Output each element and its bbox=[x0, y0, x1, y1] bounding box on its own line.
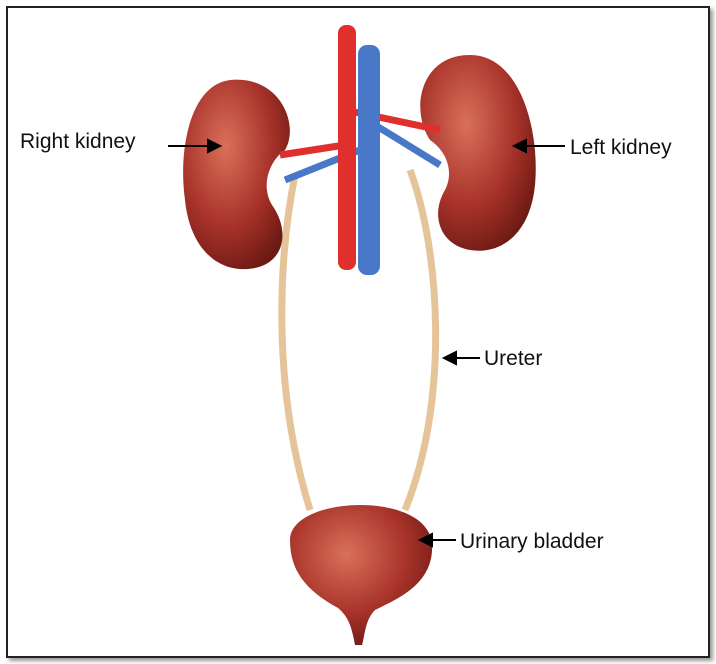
renal-vein-left bbox=[373, 122, 442, 168]
left-kidney-label: Left kidney bbox=[570, 136, 672, 159]
right-kidney-label: Right kidney bbox=[20, 130, 136, 153]
bladder-label: Urinary bladder bbox=[460, 530, 604, 553]
vena-cava bbox=[358, 45, 380, 275]
right-ureter bbox=[278, 174, 314, 512]
left-ureter bbox=[401, 168, 440, 512]
urinary-bladder bbox=[290, 505, 433, 645]
left-kidney bbox=[420, 55, 536, 251]
aorta bbox=[338, 25, 356, 270]
ureter-label: Ureter bbox=[484, 347, 543, 370]
right-kidney bbox=[183, 79, 290, 270]
renal-artery-right bbox=[279, 141, 346, 159]
